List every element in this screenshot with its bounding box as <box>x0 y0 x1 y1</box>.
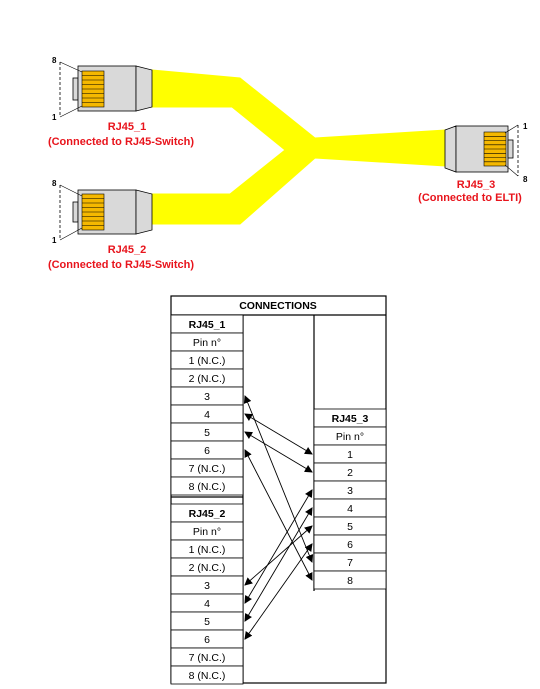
wire-rj45-1-pin3-to-rj45-3-pin7 <box>243 395 314 563</box>
rj45-1-pin-row: 7 (N.C.) <box>189 463 226 475</box>
rj45-3-pin-row: 7 <box>347 557 353 569</box>
rj45-3-pin-top: 1 <box>523 122 528 131</box>
rj45-2-pin-row: 5 <box>204 616 210 628</box>
rj45-3-pin-row: 8 <box>347 575 353 587</box>
rj45-2-plug <box>59 184 153 241</box>
rj45-3-pin-row: 4 <box>347 503 353 515</box>
rj45-1-note: (Connected to RJ45-Switch) <box>48 136 194 148</box>
rj45-2-pin-row: 3 <box>204 580 210 592</box>
rj45-1-pin-row: 3 <box>204 391 210 403</box>
rj45-3-pin-row: 2 <box>347 467 353 479</box>
rj45-2-label: RJ45_2 <box>108 244 147 256</box>
rj45-1-label: RJ45_1 <box>108 121 147 133</box>
rj45-1-pin-row: 6 <box>204 445 210 457</box>
rj45-3-plug <box>444 124 519 177</box>
yellow-cable <box>151 69 446 225</box>
rj45-2-pin-row: 2 (N.C.) <box>189 562 226 574</box>
rj45-3-pin-row: 5 <box>347 521 353 533</box>
rj45-3-header: RJ45_3 <box>332 413 369 425</box>
rj45-1-pin-bottom: 1 <box>52 113 57 122</box>
rj45-3-pin-header: Pin n° <box>336 431 364 443</box>
wire-rj45-2-pin5-to-rj45-3-pin4 <box>244 507 313 622</box>
wire-rj45-2-pin6-to-rj45-3-pin6 <box>244 543 313 640</box>
rj45-1-header: RJ45_1 <box>189 319 226 331</box>
rj45-3-pin-row: 6 <box>347 539 353 551</box>
wiring-lines <box>243 395 314 640</box>
rj45-3-note: (Connected to ELTI) <box>418 192 522 204</box>
rj45-2-pin-row: 1 (N.C.) <box>189 544 226 556</box>
rj45-1-pin-row: 4 <box>204 409 210 421</box>
rj45-1-pin-row: 1 (N.C.) <box>189 355 226 367</box>
rj45-3-pin-bottom: 8 <box>523 175 528 184</box>
rj45-2-pin-row: 6 <box>204 634 210 646</box>
wire-rj45-1-pin6-to-rj45-3-pin8 <box>244 449 313 581</box>
rj45-1-pin-row-cell <box>170 476 244 496</box>
wire-rj45-2-pin4-to-rj45-3-pin3 <box>244 489 313 604</box>
connections-title: CONNECTIONS <box>239 300 317 312</box>
rj45-2-note: (Connected to RJ45-Switch) <box>48 259 194 271</box>
rj45-2-pin-bottom: 1 <box>52 236 57 245</box>
rj45-1-pin-row: 2 (N.C.) <box>189 373 226 385</box>
wire-rj45-1-pin4-to-rj45-3-pin1 <box>244 413 313 455</box>
wire-rj45-2-pin3-to-rj45-3-pin5 <box>244 525 313 586</box>
rj45-1-pin-row: 5 <box>204 427 210 439</box>
rj45-2-header: RJ45_2 <box>189 508 226 520</box>
rj45-2-pin-header: Pin n° <box>193 526 221 538</box>
rj45-2-pin-row: 4 <box>204 598 210 610</box>
rj45-3-pin-row: 1 <box>347 449 353 461</box>
rj45-3-pin-row: 3 <box>347 485 353 497</box>
rj45-3-label: RJ45_3 <box>457 179 496 191</box>
rj45-2-pin-row-cell <box>170 665 244 685</box>
rj45-1-plug <box>59 61 153 118</box>
rj45-1-pin-header: Pin n° <box>193 337 221 349</box>
rj45-1-pin-row: 8 (N.C.) <box>189 481 226 493</box>
rj45-2-pin-row: 8 (N.C.) <box>189 670 226 682</box>
rj45-2-pin-row: 7 (N.C.) <box>189 652 226 664</box>
wire-rj45-1-pin5-to-rj45-3-pin2 <box>244 431 313 473</box>
rj45-3-pin-row-cell <box>313 570 387 590</box>
rj45-2-pin-top: 8 <box>52 179 57 188</box>
rj45-1-pin-top: 8 <box>52 56 57 65</box>
